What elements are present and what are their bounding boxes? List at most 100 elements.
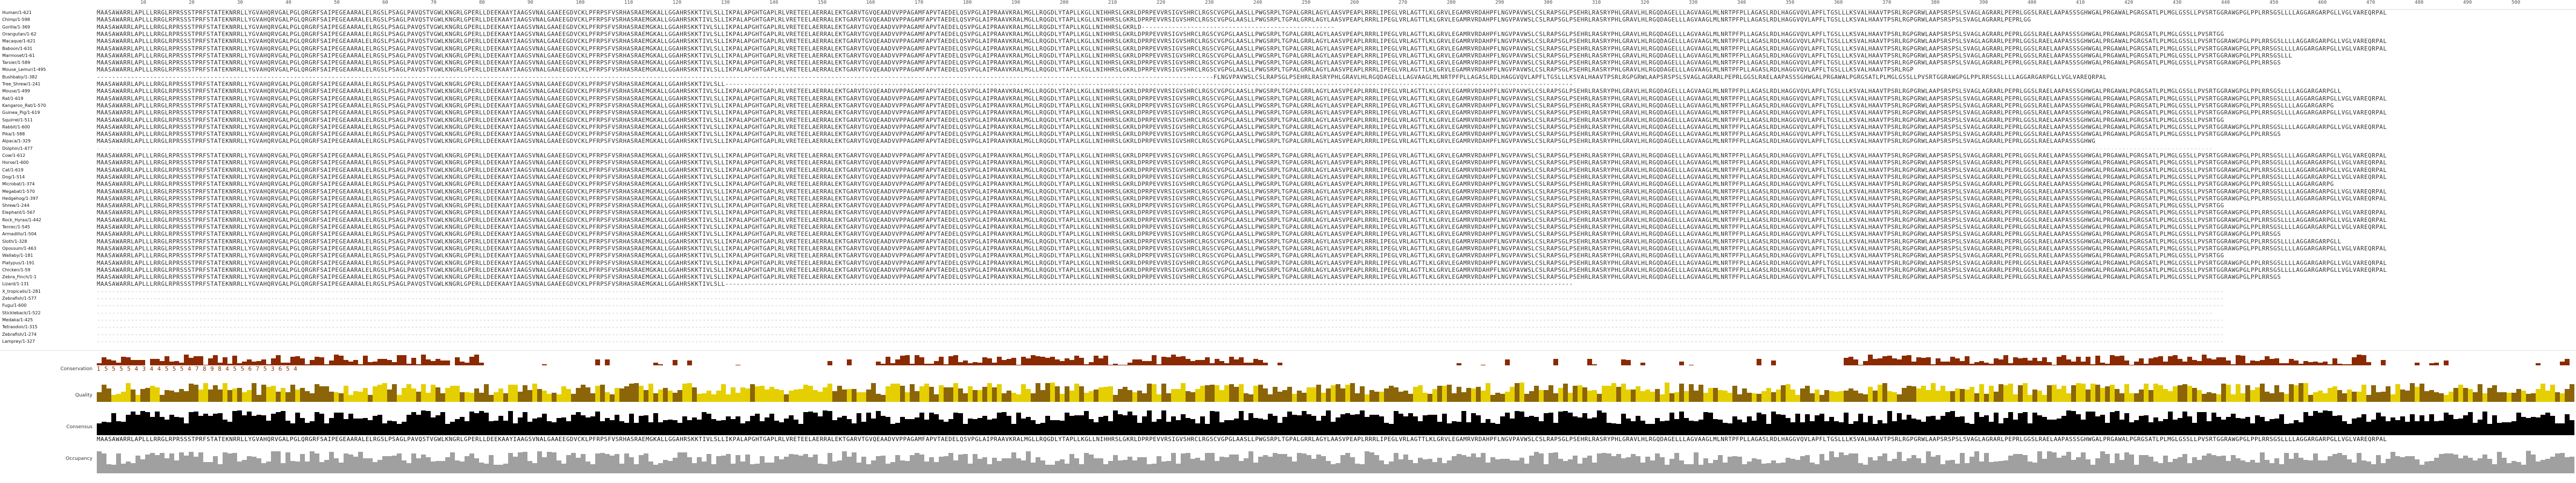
sequence-row[interactable]: ----------------------------------------… (97, 324, 2224, 330)
sequence-row[interactable]: MAASAWARRLAPLLLRRGLRPRSSSTPRFSTATEKNRRLL… (97, 281, 1573, 287)
consensus-bar (2274, 419, 2279, 435)
sequence-name[interactable]: Wallaby/1-181 (2, 253, 33, 258)
sequence-row[interactable]: MAASAWARRLAPLLLRRGLRPRSSSTPRFSTATEKNRRLL… (97, 217, 2387, 223)
sequence-row[interactable]: MAASAWARRLAPLLLRRGLRPRSSSTPRFSTATEKNRRLL… (97, 181, 2334, 188)
sequence-name[interactable]: Zebrafish/1-577 (2, 296, 37, 301)
consensus-bar (465, 421, 469, 435)
sequence-row[interactable]: MAASAWARRLAPLLLRRGLRPRSSSTPRFSTATEKNRRLL… (97, 259, 2387, 266)
sequence-row[interactable]: MAASAWARRLAPLLLRRGLRPRSSSTPRFSTATEKNRRLL… (97, 231, 2281, 237)
sequence-row[interactable]: MAASAWARRLAPLLLRRGLRPRSSSTPRFSTATEKNRRLL… (97, 38, 2387, 45)
sequence-row[interactable]: MAASAWARRLAPLLLRRGLRPRSSSTPRFSTATEKNRRLL… (97, 67, 1914, 73)
sequence-row[interactable]: MAASAWARRLAPLLLRRGLRPRSSSTPRFSTATEKNRRLL… (97, 238, 2342, 244)
sequence-row[interactable]: MAASAWARRLAPLLLRRGLRPRSSSTPRFSTATEKNRRLL… (97, 110, 2387, 116)
sequence-name[interactable]: Squirrel/1-511 (2, 117, 33, 122)
sequence-name[interactable]: Zebrafish/1-274 (2, 331, 37, 337)
sequence-row[interactable]: MAASAWARRLAPLLLRRGLRPRSSSTPRFSTATEKNRRLL… (97, 131, 2281, 138)
sequence-row[interactable]: MAASAWARRLAPLLLRRGLRPRSSSTPRFSTATEKNRRLL… (97, 167, 2387, 173)
sequence-name[interactable]: Horse/1-600 (2, 160, 29, 165)
sequence-name[interactable]: Dog/1-514 (2, 174, 25, 179)
sequence-name[interactable]: Rock_Hyrax/1-442 (2, 217, 41, 222)
sequence-row[interactable]: MAASAWARRLAPLLLRRGLRPRSSSTPRFSTATEKNRRLL… (97, 10, 2387, 16)
sequence-row[interactable]: MAASAWARRLAPLLLRRGLRPRSSSTPRFSTATEKNRRLL… (97, 195, 2387, 201)
sequence-name[interactable]: Chimp/1-598 (2, 17, 30, 23)
sequence-name[interactable]: Gorilla/1-369 (2, 24, 30, 30)
sequence-row[interactable]: MAASAWARRLAPLLLRRGLRPRSSSTPRFSTATEKNRRLL… (97, 253, 2224, 259)
sequence-name[interactable]: Opossum/1-463 (2, 246, 37, 251)
sequence-name[interactable]: Pika/1-588 (2, 132, 25, 137)
sequence-name[interactable]: Chicken/1-59 (2, 267, 31, 272)
sequence-row[interactable]: MAASAWARRLAPLLLRRGLRPRSSSTPRFSTATEKNRRLL… (97, 117, 2224, 123)
sequence-name[interactable]: Armadillo/1-504 (2, 232, 37, 237)
sequence-row[interactable]: MAASAWARRLAPLLLRRGLRPRSSSTPRFSTATEKNRRLL… (97, 17, 2031, 23)
sequence-row[interactable]: MAASAWARRLAPLLLRRGLRPRSSSTPRFSTATEKNRRLL… (97, 160, 2387, 166)
sequence-name[interactable]: Mouse_Lemur/1-495 (2, 67, 46, 73)
sequence-name[interactable]: Mouse/1-499 (2, 89, 30, 94)
sequence-name[interactable]: Lamprey/1-327 (2, 338, 35, 344)
sequence-row[interactable]: MAASAWARRLAPLLLRRGLRPRSSSTPRFSTATEKNRRLL… (97, 102, 2334, 109)
sequence-name[interactable]: Bushbaby/1-382 (2, 74, 38, 80)
quality-bar (1282, 390, 1287, 402)
sequence-row[interactable]: MAASAWARRLAPLLLRRGLRPRSSSTPRFSTATEKNRRLL… (97, 31, 2224, 37)
sequence-row[interactable]: MAASAWARRLAPLLLRRGLRPRSSSTPRFSTATEKNRRLL… (97, 124, 2387, 130)
sequence-name[interactable]: Guinea_Pig/1-619 (2, 110, 40, 116)
sequence-name[interactable]: Tenrec/1-545 (2, 225, 30, 229)
sequence-name[interactable]: Rabbit/1-600 (2, 124, 30, 129)
sequence-name[interactable]: Lizard/1-131 (2, 282, 29, 287)
sequence-row[interactable]: MAASAWARRLAPLLLRRGLRPRSSSTPRFSTATEKNRRLL… (97, 153, 2387, 158)
sequence-row[interactable]: MAASAWARRLAPLLLRRGLRPRSSSTPRFSTATEKNRRLL… (97, 81, 1573, 87)
sequence-name[interactable]: Human/1-621 (2, 10, 32, 15)
sequence-name[interactable]: Tarsier/1-589 (2, 60, 31, 66)
sequence-row[interactable]: MAASAWARRLAPLLLRRGLRPRSSSTPRFSTATEKNRRLL… (97, 88, 2342, 95)
sequence-row[interactable]: ----------------------------------------… (97, 309, 2213, 316)
sequence-row[interactable]: MAASAWARRLAPLLLRRGLRPRSSSTPRFSTATEKNRRLL… (97, 60, 2281, 66)
sequence-name[interactable]: Kangaroo_Rat/1-570 (2, 103, 46, 108)
sequence-row[interactable]: MAASAWARRLAPLLLRRGLRPRSSSTPRFSTATEKNRRLL… (97, 138, 2096, 145)
sequence-row[interactable]: MAASAWARRLAPLLLRRGLRPRSSSTPRFSTATEKNRRLL… (97, 95, 2387, 102)
sequence-name[interactable]: Zebra_Finch/1-1 (2, 275, 37, 280)
sequence-name[interactable]: Medaka/1-425 (2, 317, 33, 322)
sequence-name[interactable]: Dolphin/1-477 (2, 146, 33, 151)
sequence-row[interactable]: ----------------------------------------… (97, 74, 2107, 80)
sequence-row[interactable]: MAASAWARRLAPLLLRRGLRPRSSSTPRFSTATEKNRRLL… (97, 203, 2224, 209)
sequence-row[interactable]: MAASAWARRLAPLLLRRGLRPRSSSTPRFSTATEKNRRLL… (97, 45, 2387, 52)
sequence-name[interactable]: Cow/1-612 (2, 153, 25, 158)
sequence-name[interactable]: X_tropicalis/1-281 (2, 289, 41, 294)
sequence-row[interactable]: MAASAWARRLAPLLLRRGLRPRSSSTPRFSTATEKNRRLL… (97, 174, 2387, 180)
sequence-name[interactable]: Baboon/1-631 (2, 46, 33, 51)
sequence-row[interactable]: MAASAWARRLAPLLLRRGLRPRSSSTPRFSTATEKNRRLL… (97, 52, 2293, 59)
sequence-row[interactable]: ----------------------------------------… (97, 295, 2224, 301)
sequence-name[interactable]: Platypus/1-191 (2, 260, 35, 265)
sequence-name[interactable]: Marmoset/1-61 (2, 53, 35, 58)
sequence-row[interactable]: MAASAWARRLAPLLLRRGLRPRSSSTPRFSTATEKNRRLL… (97, 245, 2387, 251)
sequence-name[interactable]: Fugu/1-600 (2, 303, 27, 308)
sequence-name[interactable]: Orangutan/1-62 (2, 31, 37, 37)
sequence-row[interactable]: ----------------------------------------… (97, 331, 2224, 337)
sequence-row[interactable]: MAASAWARRLAPLLLRRGLRPRSSSTPRFSTATEKNRRLL… (97, 274, 2281, 280)
sequence-name[interactable]: Alpaca/1-329 (2, 139, 31, 144)
sequence-name[interactable]: Elephant/1-567 (2, 210, 35, 215)
sequence-name[interactable]: Sloth/1-328 (2, 239, 27, 244)
sequence-row[interactable]: ----------------------------------------… (97, 145, 2213, 152)
sequence-row[interactable]: MAASAWARRLAPLLLRRGLRPRSSSTPRFSTATEKNRRLL… (97, 266, 2387, 273)
sequence-name[interactable]: Microbat/1-374 (2, 182, 35, 187)
sequence-name[interactable]: Hedgehog/1-397 (2, 196, 38, 201)
sequence-row[interactable]: ----------------------------------------… (97, 338, 2224, 344)
sequence-row[interactable]: ----------------------------------------… (97, 302, 2224, 309)
sequence-name[interactable]: Shrew/1-244 (2, 203, 30, 208)
quality-bar (663, 388, 668, 402)
sequence-row[interactable]: ----------------------------------------… (97, 316, 2224, 323)
sequence-row[interactable]: MAASAWARRLAPLLLRRGLRPRSSSTPRFSTATEKNRRLL… (97, 224, 2387, 230)
sequence-name[interactable]: Stickleback/1-522 (2, 310, 41, 315)
sequence-name[interactable]: Tetraodon/1-315 (2, 325, 38, 330)
sequence-name[interactable]: Macaque/1-621 (2, 39, 36, 44)
sequence-row[interactable]: MAASAWARRLAPLLLRRGLRPRSSSTPRFSTATEKNRRLL… (97, 24, 1335, 30)
sequence-row[interactable]: MAASAWARRLAPLLLRRGLRPRSSSTPRFSTATEKNRRLL… (97, 188, 2387, 194)
sequence-name[interactable]: Tree_Shrew/1-241 (2, 82, 41, 86)
sequence-name[interactable]: Megabat/1-570 (2, 189, 35, 194)
sequence-row[interactable]: ----------------------------------------… (97, 288, 2224, 294)
sequence-name[interactable]: Cat/1-619 (2, 167, 24, 172)
sequence-row[interactable]: MAASAWARRLAPLLLRRGLRPRSSSTPRFSTATEKNRRLL… (97, 210, 2387, 216)
sequence-name[interactable]: Rat/1-619 (2, 96, 24, 101)
quality-bar (934, 394, 939, 402)
